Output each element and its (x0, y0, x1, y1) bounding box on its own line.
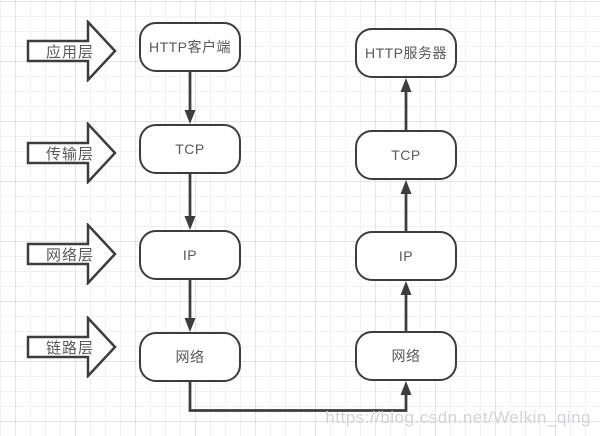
arrowhead-up-icon (400, 281, 412, 295)
right-block-arrow-icon (26, 316, 117, 378)
node-label: TCP (391, 147, 421, 163)
node-label: TCP (175, 141, 205, 157)
node-client-ip: IP (139, 230, 241, 280)
node-client-tcp: TCP (139, 124, 241, 174)
node-server-tcp: TCP (355, 130, 457, 180)
arrowhead-up-icon (400, 180, 412, 194)
layer-label: 链路层 (45, 339, 94, 357)
layer-label: 网络层 (45, 246, 94, 264)
layer-arrow-network: 网络层 (26, 223, 118, 285)
node-label: IP (182, 247, 198, 263)
node-server-network: 网络 (355, 331, 457, 381)
node-label: HTTP服务器 (364, 45, 448, 61)
node-label: 网络 (391, 348, 421, 364)
layer-arrow-link: 链路层 (26, 316, 118, 378)
layer-arrow-transport: 传输层 (26, 122, 118, 184)
arrowhead-up-icon (400, 78, 412, 92)
arrowhead-down-icon (184, 110, 196, 124)
node-label: 网络 (175, 349, 205, 365)
arrowhead-down-icon (184, 216, 196, 230)
layer-label: 应用层 (45, 43, 94, 61)
connector-client-to-server (188, 382, 408, 412)
node-http-server: HTTP服务器 (355, 28, 457, 78)
node-label: IP (398, 248, 414, 264)
node-server-ip: IP (355, 231, 457, 281)
node-http-client: HTTP客户端 (139, 22, 241, 72)
arrowhead-down-icon (184, 318, 196, 332)
node-client-network: 网络 (139, 332, 241, 382)
watermark: https://blog.csdn.net/Welkin_qing (325, 408, 591, 427)
right-block-arrow-icon (26, 223, 117, 285)
right-block-arrow-icon (26, 122, 117, 184)
arrowhead-up-icon (400, 381, 412, 395)
right-block-arrow-icon (26, 20, 117, 82)
node-label: HTTP客户端 (148, 39, 232, 55)
layer-arrow-application: 应用层 (26, 20, 118, 82)
layer-label: 传输层 (45, 145, 94, 163)
